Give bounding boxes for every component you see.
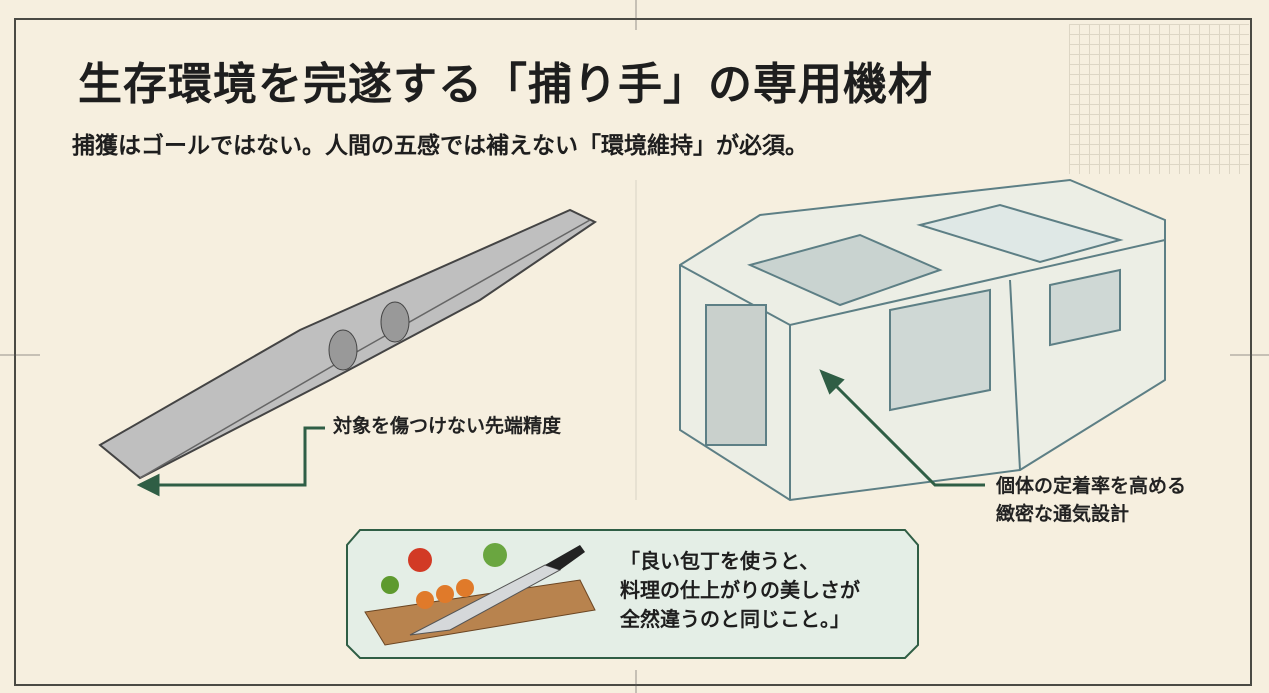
tweezers-label: 対象を傷つけない先端精度 — [333, 415, 562, 437]
knife-board-icon — [364, 543, 596, 646]
cage-icon — [679, 178, 1166, 502]
quote-line: 料理の仕上がりの美しさが — [620, 578, 860, 602]
cage-label-line: 個体の定着率を高める — [996, 475, 1187, 497]
cage-label-line: 緻密な通気設計 — [996, 503, 1130, 525]
quote-line: 「良い包丁を使うと、 — [620, 549, 820, 573]
tweezers-icon — [98, 208, 598, 480]
quote-line: 全然違うのと同じこと。」 — [620, 607, 850, 631]
slide-frame — [14, 18, 1252, 686]
quote-text: 「良い包丁を使うと、 料理の仕上がりの美しさが 全然違うのと同じこと。」 — [620, 547, 860, 634]
page-subtitle: 捕獲はゴールではない。人間の五感では補えない「環境維持」が必須。 — [72, 133, 808, 159]
cage-label: 個体の定着率を高める 緻密な通気設計 — [996, 472, 1186, 528]
page-title: 生存環境を完遂する「捕り手」の専用機材 — [72, 48, 939, 112]
decorative-grid — [1069, 24, 1249, 174]
pointer-arrows — [136, 369, 985, 497]
